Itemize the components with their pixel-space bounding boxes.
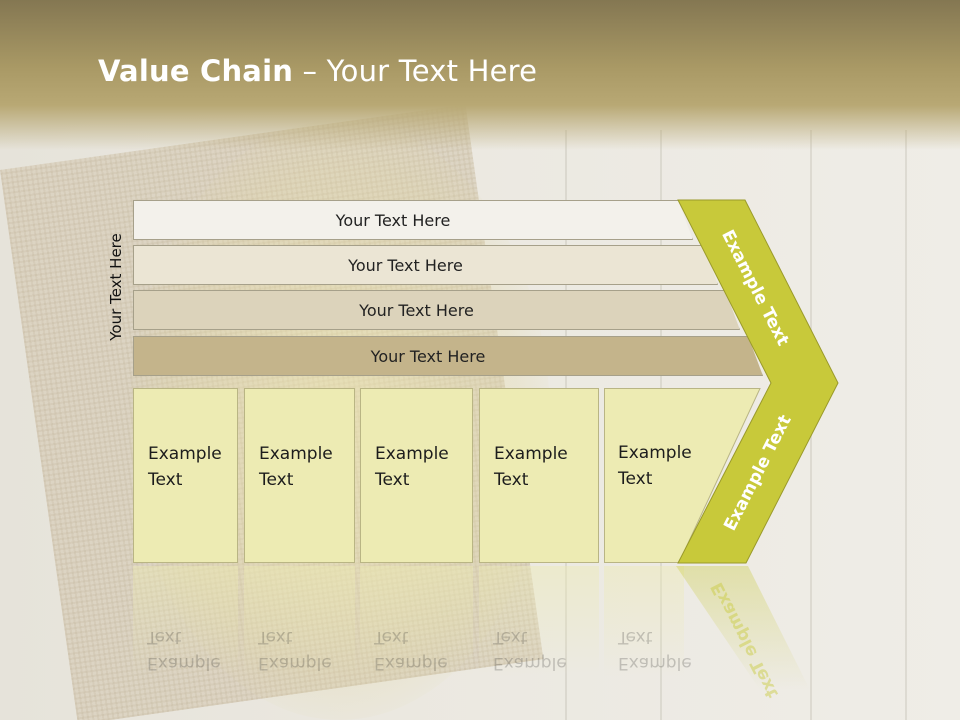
- bar-1-label: Your Text Here: [335, 210, 451, 230]
- box-3: Example Text: [360, 388, 473, 563]
- bar-1: Your Text Here: [133, 200, 693, 240]
- box-2-label: Example Text: [259, 444, 333, 490]
- bar-3-label: Your Text Here: [359, 300, 474, 320]
- box-4-label: Example Text: [494, 444, 568, 490]
- title-bold: Value Chain: [98, 54, 294, 88]
- box-5: Example Text: [604, 388, 761, 563]
- chevron-shape: [677, 199, 839, 564]
- box-5-label: Example Text: [618, 443, 692, 489]
- header-band: [0, 0, 960, 150]
- slide-title: Value Chain – Your Text Here: [98, 54, 537, 88]
- chevron-reflection: [676, 566, 810, 690]
- box-2: Example Text: [244, 388, 355, 563]
- box-2-reflection: Example Text: [244, 566, 355, 676]
- box-1-reflection: Example Text: [133, 566, 238, 676]
- bar-2-label: Your Text Here: [348, 255, 463, 275]
- wood-plank-line: [905, 130, 907, 720]
- box-4: Example Text: [479, 388, 599, 563]
- box-5-reflection: Example Text: [604, 566, 692, 676]
- box-3-reflection: Example Text: [360, 566, 473, 676]
- box-1-label: Example Text: [148, 444, 222, 490]
- title-rest: – Your Text Here: [293, 54, 538, 88]
- bar-4: Your Text Here: [133, 336, 763, 376]
- box-3-label: Example Text: [375, 444, 449, 490]
- bar-3: Your Text Here: [133, 290, 740, 330]
- bar-4-label: Your Text Here: [370, 346, 486, 366]
- box-1: Example Text: [133, 388, 238, 563]
- box-4-reflection: Example Text: [479, 566, 599, 676]
